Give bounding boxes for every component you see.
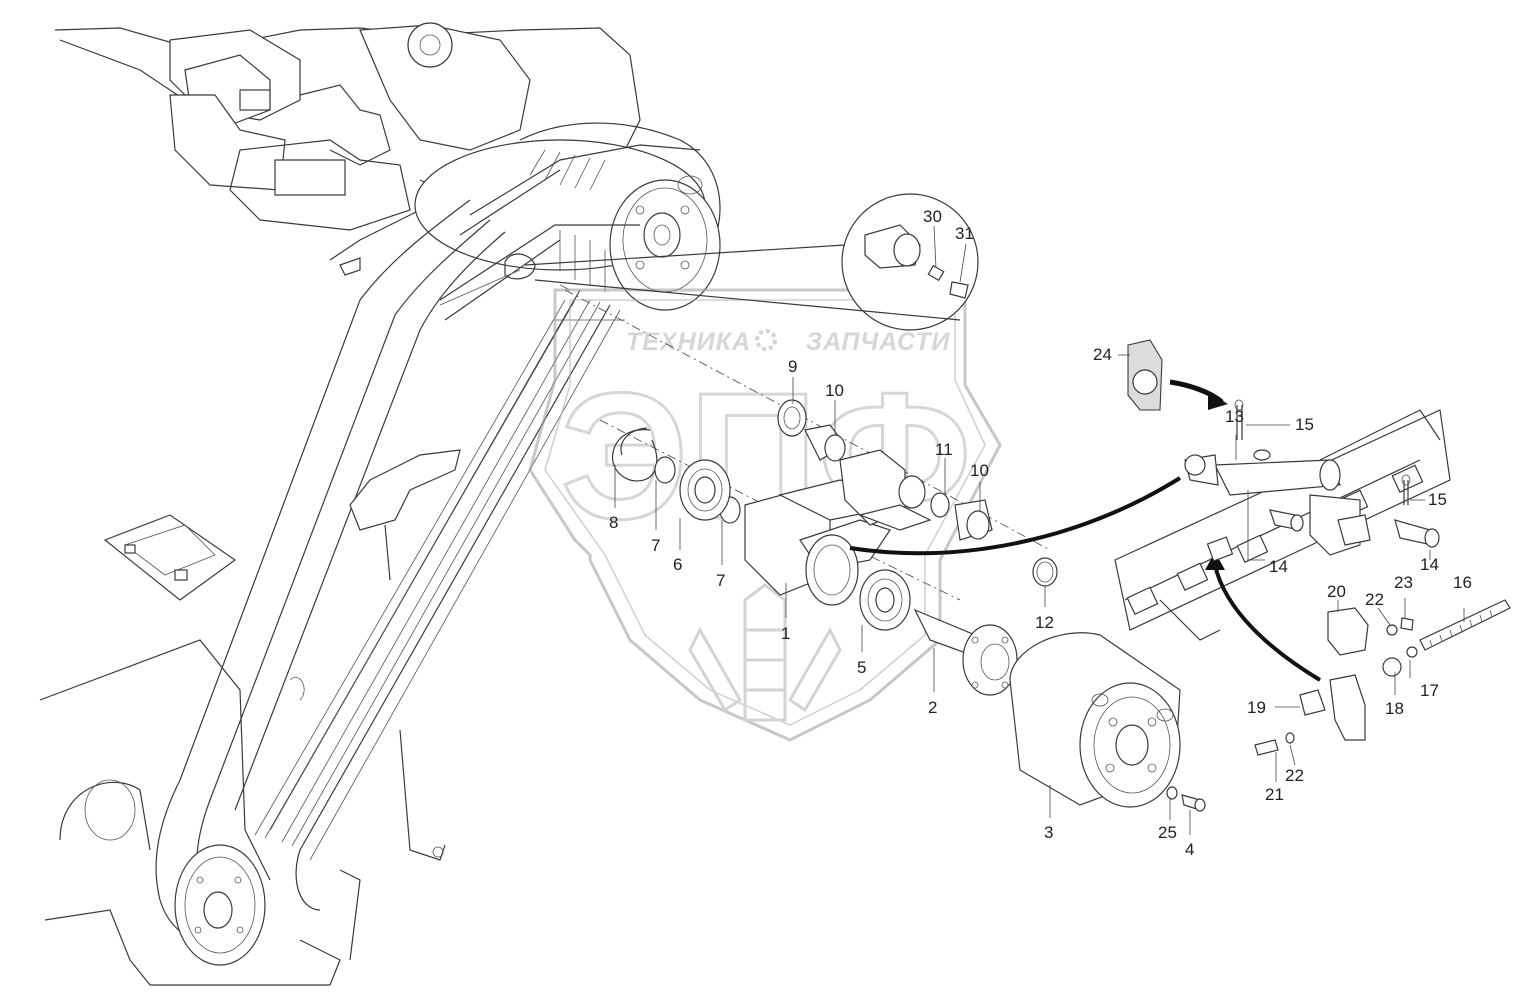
callout-22b: 22: [1365, 590, 1384, 609]
upper-pulley: [414, 122, 721, 311]
pointer-arrow: [849, 476, 1182, 556]
callout-15a: 15: [1295, 415, 1314, 434]
left-side-panel: [103, 449, 461, 701]
callout-19: 19: [1247, 698, 1266, 717]
callout-18: 18: [1385, 699, 1404, 718]
callout-23: 23: [1394, 573, 1413, 592]
callout-12: 12: [1035, 613, 1054, 632]
callout-6: 6: [673, 555, 682, 574]
callout-20: 20: [1327, 582, 1346, 601]
callout-24: 24: [1093, 345, 1112, 364]
callout-22a: 22: [1285, 766, 1304, 785]
callout-7a: 7: [651, 536, 660, 555]
callout-25: 25: [1158, 823, 1177, 842]
callout-15b: 15: [1428, 490, 1447, 509]
callout-11: 11: [935, 440, 953, 459]
callout-5: 5: [857, 658, 866, 677]
lower-pulley: [39, 639, 446, 986]
callout-8: 8: [609, 513, 618, 532]
gear-icon: [755, 329, 777, 351]
right-frame: [1114, 339, 1511, 756]
arrowhead-icon: [1208, 392, 1228, 410]
leader-lines: [614, 225, 1465, 835]
watermark-brand-right: ЗАПЧАСТИ: [806, 328, 950, 356]
wheat-emblem-icon: [688, 583, 842, 722]
exploded-assembly: [564, 289, 1206, 812]
callout-numbers: 1 2 3 4 5 6 7 7 8 9 10 10 11 12 13 14 14…: [609, 207, 1472, 859]
callout-31: 31: [955, 224, 974, 243]
callout-7b: 7: [716, 571, 725, 590]
callout-21: 21: [1265, 785, 1284, 804]
callout-4: 4: [1185, 840, 1194, 859]
callout-3: 3: [1044, 823, 1053, 842]
machine-body: [54, 22, 641, 276]
callout-30: 30: [923, 207, 942, 226]
detail-inset: [439, 193, 979, 331]
callout-17: 17: [1420, 681, 1439, 700]
callout-2: 2: [928, 698, 937, 717]
callout-10b: 10: [970, 461, 989, 480]
pointer-arrow: [1213, 564, 1322, 682]
callout-13: 13: [1225, 407, 1244, 426]
callout-10a: 10: [825, 381, 844, 400]
watermark-brand-left: ТЕХНИКА: [626, 328, 751, 356]
callout-16: 16: [1453, 573, 1472, 592]
callout-9: 9: [788, 357, 797, 376]
callout-14b: 14: [1420, 555, 1439, 574]
callout-1: 1: [781, 624, 790, 643]
callout-14a: 14: [1269, 557, 1288, 576]
